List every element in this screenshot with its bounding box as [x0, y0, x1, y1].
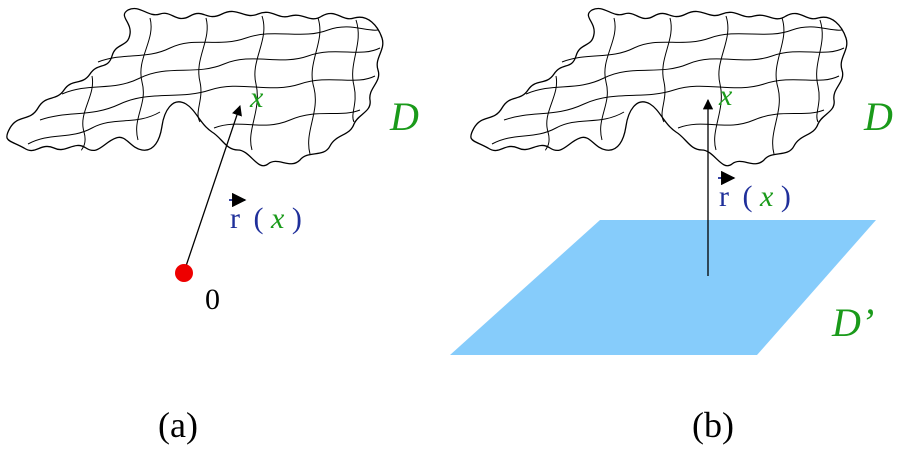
vector-label-b: r ( x ) — [718, 170, 791, 213]
plane-label: D’ — [831, 300, 874, 345]
origin-label: 0 — [205, 283, 220, 316]
point-label-b: x — [718, 79, 733, 112]
caption-b: (b) — [692, 405, 734, 445]
surface-label-b: D — [863, 94, 893, 139]
vector-arg-a: x — [270, 202, 285, 235]
surface-mesh-b — [470, 7, 848, 167]
vector-arg-b: x — [759, 180, 774, 213]
surface-mesh-a — [6, 7, 384, 167]
svg-text:r ( x: r ( x ) — [230, 202, 302, 235]
panel-b: x D r ( x ) D’ (b) — [450, 7, 893, 445]
vector-symbol-a: r — [230, 202, 240, 235]
position-vector-a — [183, 105, 242, 273]
caption-a: (a) — [158, 405, 198, 445]
surface-label-a: D — [389, 94, 419, 139]
plane-d-prime — [450, 220, 876, 355]
svg-text:r ( x: r ( x ) — [719, 180, 791, 213]
point-label-a: x — [249, 81, 264, 114]
vector-symbol-b: r — [719, 180, 729, 213]
origin-point — [175, 264, 193, 282]
vector-label-a: r ( x ) — [229, 192, 302, 235]
panel-a: 0 x D r ( x ) (a) — [6, 7, 419, 445]
vector-paren-close-b: ) — [781, 180, 791, 213]
vector-paren-open-b: ( — [743, 180, 753, 213]
vector-paren-close-a: ) — [292, 202, 302, 235]
vector-paren-open-a: ( — [254, 202, 264, 235]
